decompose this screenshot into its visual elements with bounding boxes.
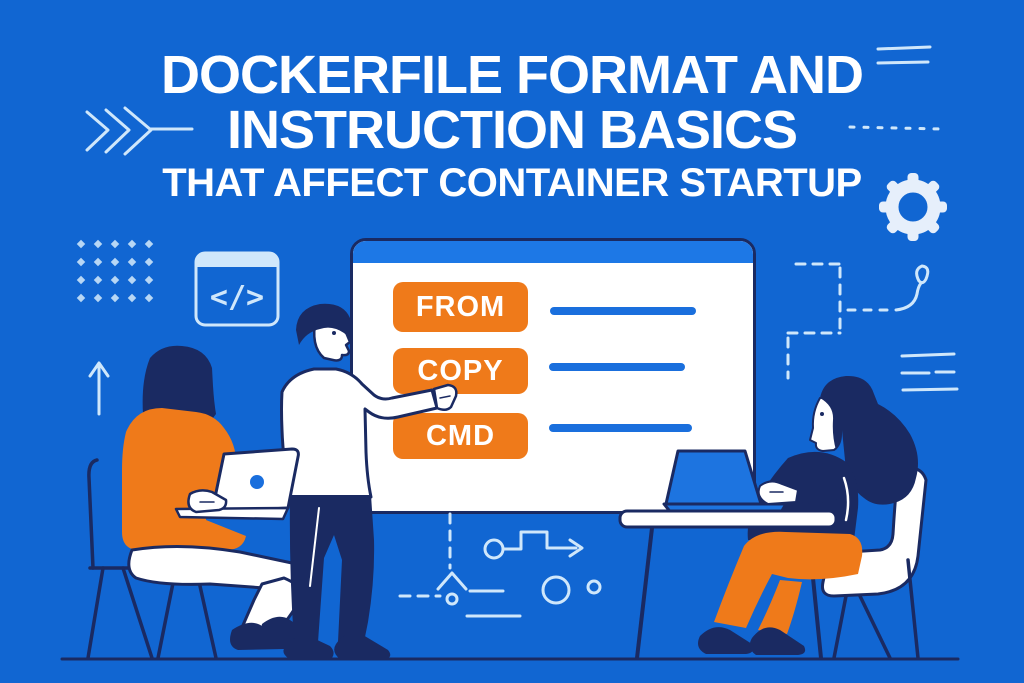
notes-lines-icon <box>900 352 959 392</box>
left-woman-shins <box>238 576 306 634</box>
chair-right <box>821 466 928 660</box>
left-woman-face <box>166 354 208 409</box>
left-woman-arm <box>184 428 227 500</box>
whiteboard: FROM COPY CMD <box>350 238 756 514</box>
chair-left <box>86 458 218 660</box>
instruction-badge-copy: COPY <box>393 348 528 394</box>
board-text-line <box>549 424 692 432</box>
code-window-glyph: </> <box>210 280 264 315</box>
left-woman-sweater <box>122 408 246 550</box>
laptop-left-base <box>174 506 290 521</box>
laptop-left <box>174 447 300 521</box>
right-woman-hair <box>820 375 918 505</box>
laptop-left-lid <box>210 447 300 514</box>
left-woman-thighs <box>127 544 318 592</box>
up-arrow-icon <box>88 361 110 416</box>
presenter-face <box>312 317 352 362</box>
right-woman-face <box>809 396 843 452</box>
right-woman-hand <box>757 480 799 505</box>
right-woman-top <box>747 451 859 540</box>
person-left-woman <box>122 345 318 650</box>
right-woman-legs <box>714 531 863 628</box>
dots-grid-icon <box>76 239 154 303</box>
title-line-2: INSTRUCTION BASICS <box>226 100 798 160</box>
right-woman-shin <box>758 580 802 634</box>
right-woman-shoe <box>698 627 754 654</box>
presenter-shoe <box>283 636 334 658</box>
left-woman-hair <box>142 345 216 429</box>
right-woman-arm <box>783 468 842 504</box>
dashed-route-icon <box>786 262 896 380</box>
instruction-badge-from: FROM <box>393 282 528 332</box>
title-line-3: THAT AFFECT CONTAINER STARTUP <box>162 161 862 205</box>
board-text-line <box>549 363 685 371</box>
whiteboard-header-strip <box>353 241 753 263</box>
right-woman-shoe <box>749 627 806 655</box>
title-line-1: DOCKERFILE FORMAT AND <box>161 45 864 105</box>
balloon-doodle-icon <box>894 264 930 312</box>
laptop-left-logo <box>250 475 264 489</box>
board-text-line <box>550 307 696 315</box>
left-woman-shoe <box>230 622 290 650</box>
code-window-icon: </> <box>194 251 280 327</box>
left-woman-shoe <box>260 616 316 644</box>
left-woman-hand <box>187 489 228 514</box>
desk <box>635 526 823 660</box>
instruction-badge-cmd: CMD <box>393 413 528 459</box>
flow-doodle-icon <box>398 512 602 618</box>
presenter-hair <box>296 303 352 345</box>
presenter-pants <box>289 495 375 642</box>
presenter-shoe <box>334 633 391 659</box>
